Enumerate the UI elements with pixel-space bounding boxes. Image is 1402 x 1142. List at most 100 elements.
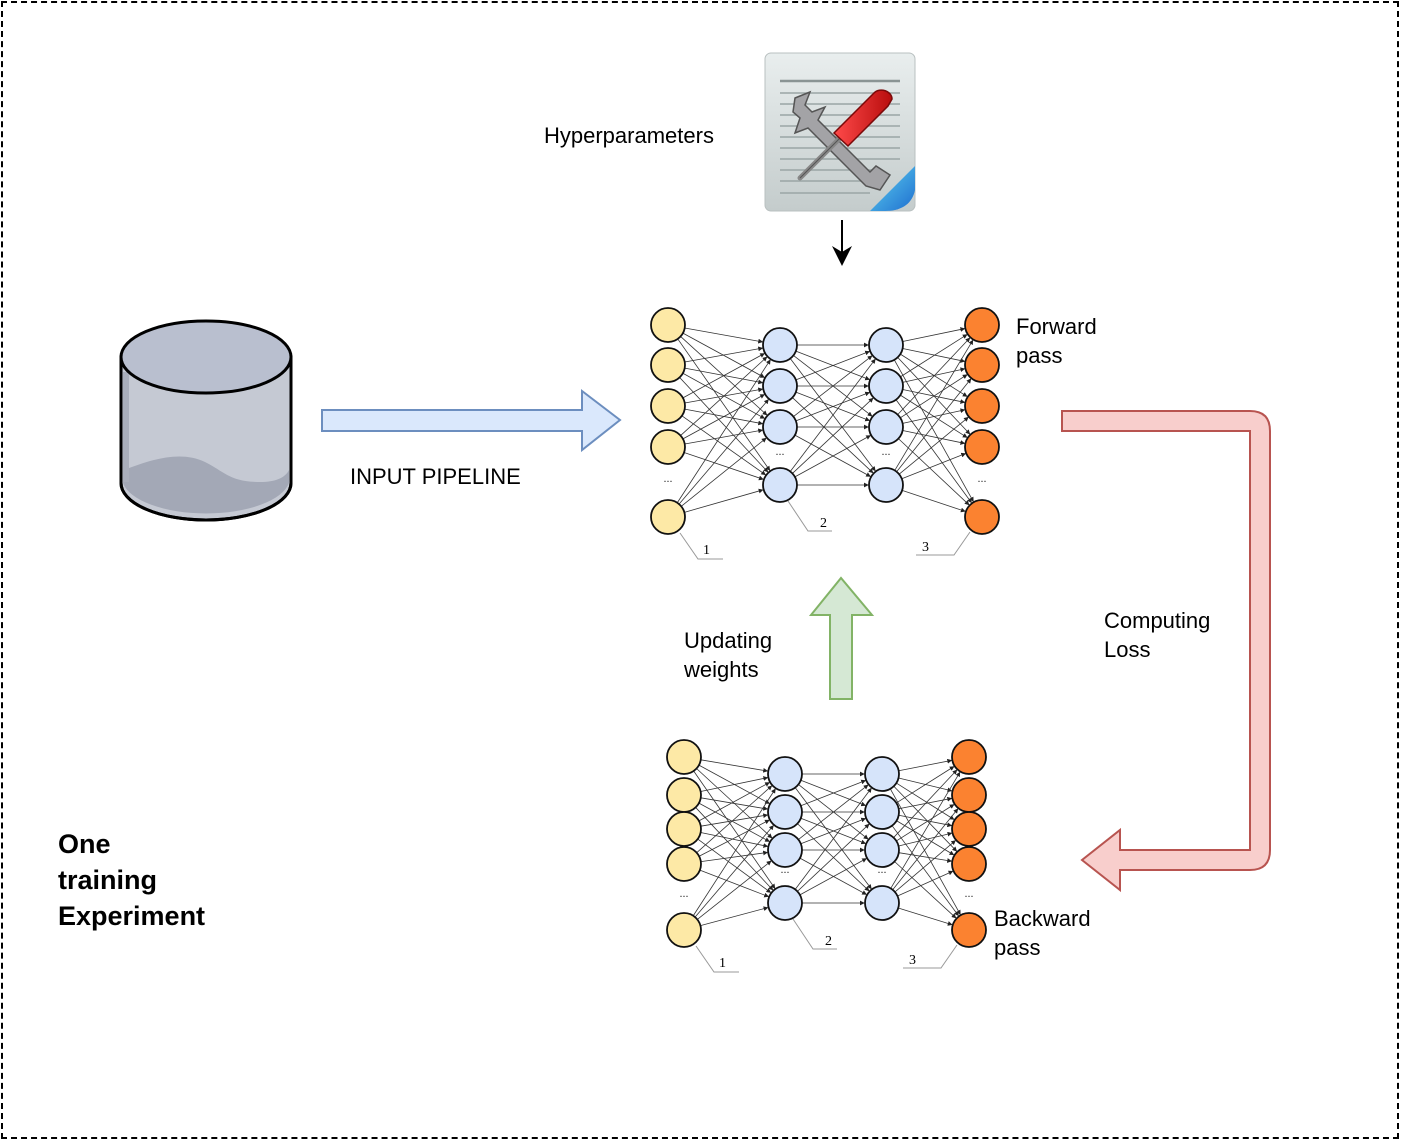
- connection-edge: [898, 416, 969, 475]
- neuron-node: [868, 467, 904, 503]
- connection-edge: [682, 394, 765, 440]
- ellipsis-marker: ...: [878, 862, 887, 876]
- neuron-node: [767, 885, 803, 921]
- layer-label-leader: [787, 500, 832, 532]
- connection-edge: [789, 358, 876, 472]
- layer-label: 1: [703, 543, 710, 558]
- connection-edge: [898, 852, 953, 863]
- ellipsis-marker: ...: [680, 886, 689, 900]
- connection-edge: [902, 327, 966, 342]
- connection-edge: [680, 356, 768, 436]
- neuron-node: [762, 467, 798, 503]
- connection-edge: [794, 787, 872, 890]
- connection-edge: [697, 860, 772, 920]
- neuron-node: [864, 885, 900, 921]
- ellipsis-marker: ...: [882, 444, 891, 458]
- connection-edge: [700, 797, 769, 811]
- connection-edge: [894, 840, 956, 893]
- neuron-node: [666, 912, 702, 948]
- layer-label-leader: [679, 532, 723, 560]
- connection-edge: [897, 870, 954, 897]
- connection-edge: [901, 452, 967, 480]
- connection-edge: [898, 831, 953, 847]
- layer-label-leader: [916, 531, 971, 556]
- connection-edge: [794, 434, 871, 477]
- neuron-node: [650, 388, 686, 424]
- neuron-node: [650, 307, 686, 343]
- neuron-node: [868, 368, 904, 404]
- ellipsis-marker: ...: [776, 444, 785, 458]
- connection-edge: [676, 359, 771, 503]
- connection-edge: [696, 785, 773, 853]
- layer-label-leader: [903, 944, 958, 969]
- input-pipeline-label: INPUT PIPELINE: [350, 464, 521, 489]
- connection-edge: [892, 808, 959, 891]
- connection-edge: [684, 327, 764, 344]
- connection-edge: [894, 861, 957, 919]
- connection-edge: [700, 850, 768, 863]
- connection-edge: [792, 397, 874, 474]
- backward-network: ............123: [666, 739, 987, 973]
- connection-edge: [692, 788, 776, 916]
- neuron-node: [767, 832, 803, 868]
- layer-label: 2: [820, 516, 827, 531]
- connection-edge: [699, 869, 769, 898]
- connection-edge: [684, 428, 764, 445]
- ellipsis-marker: ...: [978, 471, 987, 485]
- connection-edge: [900, 334, 968, 378]
- layer-label-leader: [695, 945, 739, 973]
- connection-edge: [898, 814, 953, 828]
- neuron-node: [951, 846, 987, 882]
- updating-weights-label: Updating weights: [684, 628, 773, 682]
- connection-edge: [799, 857, 867, 895]
- ellipsis-marker: ...: [664, 471, 673, 485]
- connection-edge: [896, 804, 955, 842]
- connection-edge: [894, 339, 974, 471]
- neuron-node: [951, 739, 987, 775]
- neuron-node: [864, 832, 900, 868]
- connection-edge: [800, 817, 866, 845]
- connection-edge: [902, 348, 966, 363]
- experiment-title: One training Experiment: [58, 829, 206, 931]
- neuron-node: [666, 777, 702, 813]
- forward-pass-label: Forward pass: [1016, 314, 1097, 368]
- connection-edge: [800, 779, 866, 807]
- connection-edge: [792, 397, 874, 474]
- connection-edge: [794, 787, 872, 890]
- layer-label: 3: [922, 540, 929, 555]
- connection-edge: [700, 759, 769, 773]
- connection-edge: [700, 832, 769, 848]
- connection-edge: [797, 823, 870, 892]
- layer-label: 1: [719, 956, 726, 971]
- computing-loss-arrow: [1061, 410, 1271, 893]
- connection-edge: [902, 489, 966, 513]
- neuron-node: [762, 327, 798, 363]
- connection-edge: [700, 776, 769, 792]
- connection-edge: [678, 399, 769, 505]
- connection-edge: [797, 823, 870, 892]
- neuron-node: [864, 794, 900, 830]
- connection-edge: [799, 858, 867, 896]
- connection-edge: [679, 377, 769, 473]
- connection-edge: [893, 785, 958, 852]
- connection-edge: [889, 788, 961, 915]
- connection-edge: [795, 350, 870, 381]
- connection-edge: [798, 784, 869, 840]
- connection-edge: [695, 807, 774, 891]
- settings-document-icon: [764, 52, 916, 212]
- backward-pass-label: Backward pass: [994, 906, 1091, 960]
- connection-edge: [893, 769, 958, 838]
- neuron-node: [868, 409, 904, 445]
- neuron-node: [964, 499, 1000, 535]
- neuron-node: [666, 811, 702, 847]
- connection-edge: [794, 435, 871, 478]
- neuron-node: [951, 777, 987, 813]
- database-icon: [119, 319, 293, 522]
- neuron-node: [767, 756, 803, 792]
- connection-edge: [898, 758, 953, 772]
- connection-edge: [897, 337, 971, 415]
- neuron-node: [650, 347, 686, 383]
- connection-edge: [681, 437, 767, 507]
- connection-edge: [789, 358, 876, 472]
